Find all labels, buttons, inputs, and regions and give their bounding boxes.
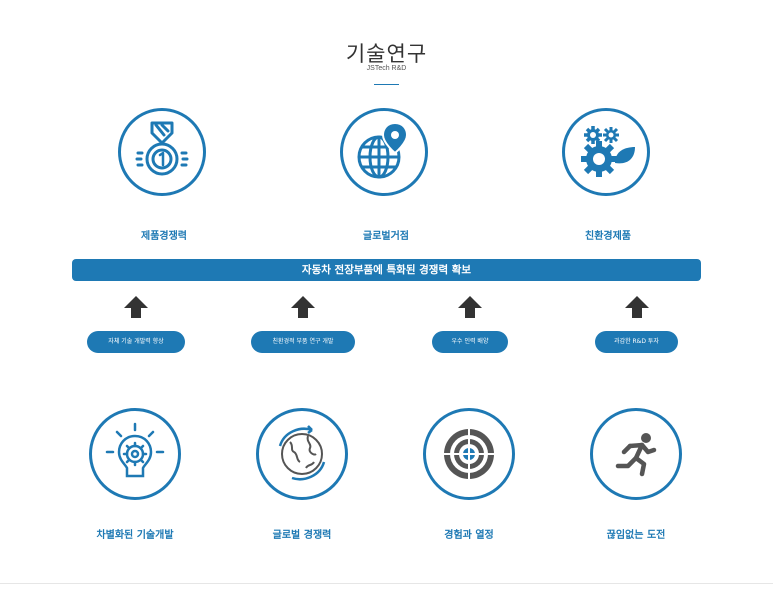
feature-label-product: 제품경쟁력 xyxy=(141,231,187,242)
feature-label-competitiveness: 글로벌 경쟁력 xyxy=(272,530,332,541)
arrow-up-icon xyxy=(291,296,315,318)
target-icon xyxy=(423,408,515,500)
runner-icon xyxy=(590,408,682,500)
page-title: 기술연구 xyxy=(345,42,428,66)
pill-tech-development: 자체 기술 개발력 향상 xyxy=(87,331,185,353)
arrow-up-icon xyxy=(458,296,482,318)
earth-icon xyxy=(256,408,348,500)
pill-eco-research: 친환경적 부품 연구 개발 xyxy=(251,331,355,353)
page-subtitle: JSTech R&D xyxy=(366,65,407,72)
feature-label-challenge: 끊임없는 도전 xyxy=(606,530,666,541)
lightbulb-gear-icon xyxy=(89,408,181,500)
feature-label-eco: 친환경제품 xyxy=(585,231,631,242)
footer-divider xyxy=(0,583,773,584)
feature-label-global: 글로벌거점 xyxy=(363,231,409,242)
arrow-up-icon xyxy=(625,296,649,318)
medal-icon xyxy=(118,108,206,196)
title-divider xyxy=(374,84,399,85)
feature-label-differentiated: 차별화된 기술개발 xyxy=(96,530,174,541)
feature-label-experience: 경험과 열정 xyxy=(444,530,494,541)
gears-leaf-icon xyxy=(562,108,650,196)
arrow-up-icon xyxy=(124,296,148,318)
pill-talent: 우수 인력 배양 xyxy=(432,331,508,353)
pill-rnd-investment: 과감한 R&D 투자 xyxy=(595,331,678,353)
globe-pin-icon xyxy=(340,108,428,196)
banner: 자동차 전장부품에 특화된 경쟁력 확보 xyxy=(72,259,701,281)
